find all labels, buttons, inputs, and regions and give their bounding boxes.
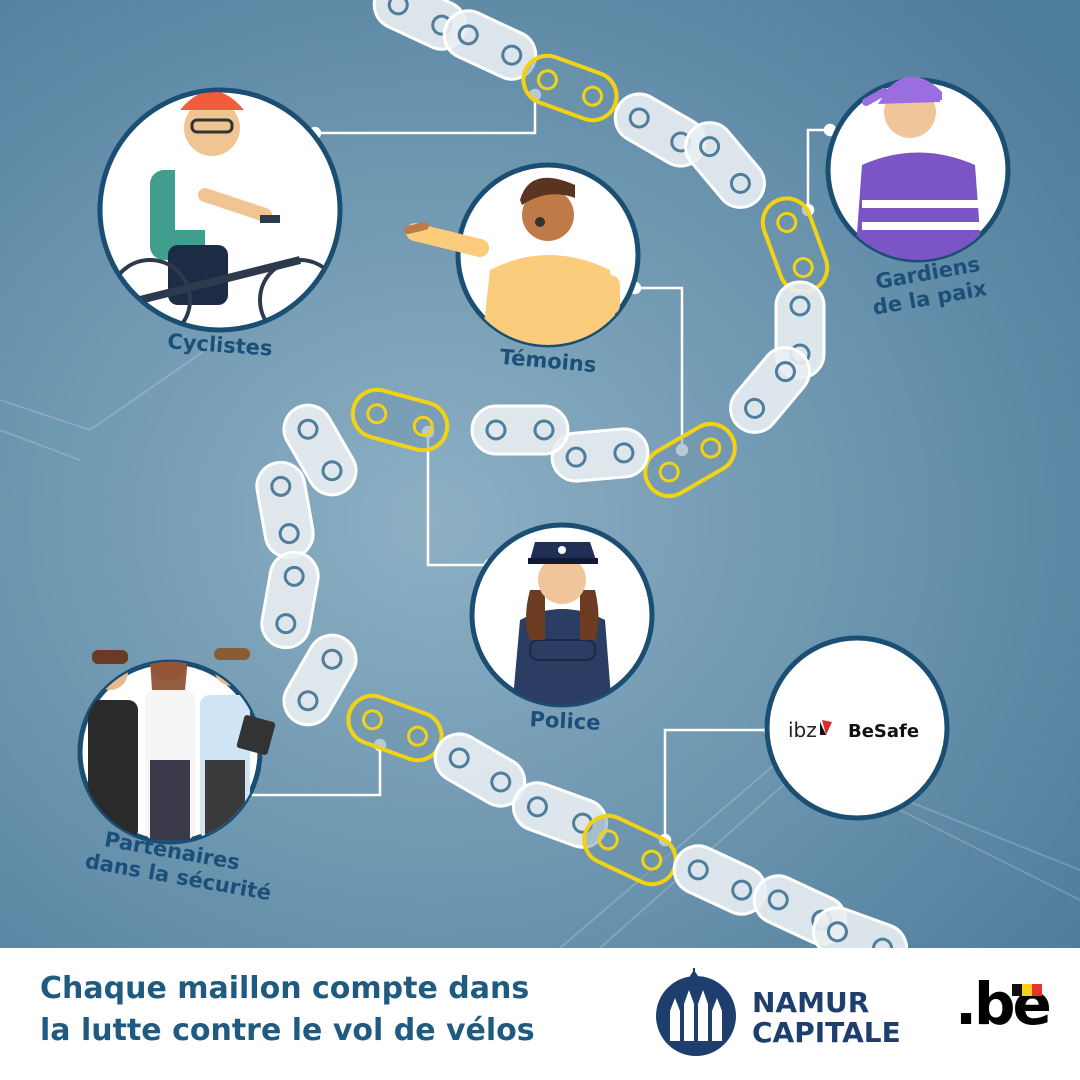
connector-line: [245, 745, 382, 797]
connector-line: [635, 286, 684, 450]
illustration-background: ibz BeSafe Cyclistes Témoins Gardiens de…: [0, 0, 1080, 948]
chain-link: [260, 550, 320, 650]
chain-link-highlighted: [350, 387, 450, 453]
connector-line: [315, 95, 537, 135]
be-logo: .be: [955, 970, 1052, 1038]
besafe-logo: BeSafe: [848, 721, 919, 742]
chain-link: [811, 906, 909, 948]
chain-link: [470, 404, 570, 456]
connector-line: [663, 728, 770, 840]
namur-line1: NAMUR: [752, 986, 870, 1019]
chain-link: [729, 346, 811, 434]
chain-link-highlighted: [346, 693, 444, 763]
tagline-line2: la lutte contre le vol de vélos: [40, 1013, 535, 1048]
be-flag-accent-icon: [1012, 984, 1042, 996]
chain-link: [282, 403, 358, 497]
partners-illustration: [77, 648, 276, 845]
connector-line: [806, 128, 830, 210]
chain-link: [672, 844, 768, 916]
chain-link: [282, 633, 358, 727]
ibz-logo: ibz: [788, 718, 817, 742]
tagline-line1: Chaque maillon compte dans: [40, 971, 530, 1006]
chain-link: [684, 121, 766, 209]
namur-line2: CAPITALE: [752, 1016, 901, 1049]
partner-logo-badge: ibz BeSafe: [764, 635, 950, 821]
guardians-illustration: [825, 76, 1011, 263]
namur-crest-icon: [656, 968, 736, 1056]
cyclists-illustration: [97, 87, 343, 333]
police-label: Police: [529, 707, 601, 735]
witnesses-illustration: [404, 162, 641, 348]
chain-link-highlighted: [521, 53, 619, 123]
namur-capitale-logo: NAMUR CAPITALE: [752, 988, 901, 1048]
chain-link: [550, 427, 650, 483]
footer: Chaque maillon compte dans la lutte cont…: [0, 948, 1080, 1080]
police-illustration: [469, 522, 655, 708]
tagline: Chaque maillon compte dans la lutte cont…: [40, 968, 535, 1052]
chain-link-highlighted: [643, 422, 737, 498]
connector-line: [426, 432, 490, 567]
